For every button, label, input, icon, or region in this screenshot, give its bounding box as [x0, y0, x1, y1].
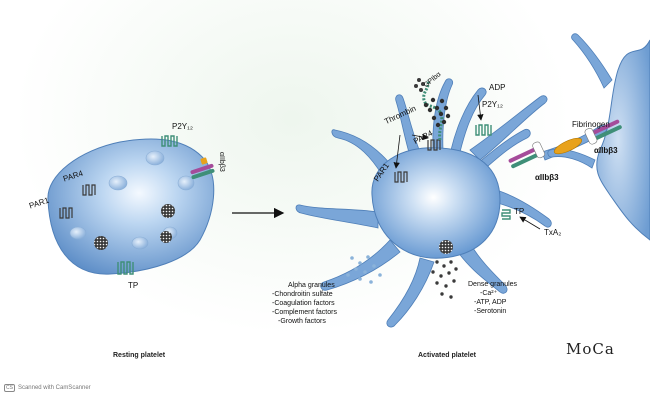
- fibrinogen-label: Fibrinogen: [572, 120, 610, 129]
- dense-granules-item: -Serotonin: [468, 307, 517, 316]
- resting-p2y12-label: P2Y₁₂: [172, 122, 193, 131]
- dense-granules-item: -Ca²⁺: [468, 289, 517, 298]
- activated-platelet-caption: Activated platelet: [418, 352, 476, 359]
- resting-integrin-label: αIIbβ3: [217, 152, 226, 172]
- activated-p2y12-receptor: [476, 125, 491, 135]
- alpha-granules-item: -Growth factors: [272, 317, 337, 326]
- scanner-footer: CS Scanned with CamScanner: [4, 384, 91, 392]
- camscanner-badge-icon: CS: [4, 384, 15, 392]
- alpha-granules-item: -Coagulation factors: [272, 299, 337, 308]
- resting-platelet-body: [48, 139, 214, 274]
- dense-granules-list: Dense granules -Ca²⁺ -ATP, ADP -Serotoni…: [468, 280, 517, 316]
- adp-label: ADP: [489, 83, 505, 92]
- txa2-label: TxA₂: [544, 228, 561, 237]
- alpha-granules-item: -Complement factors: [272, 308, 337, 317]
- activated-tp-label: TP: [514, 207, 524, 216]
- dense-granules-item: -ATP, ADP: [468, 298, 517, 307]
- integrin-left-label: αIIbβ3: [535, 173, 559, 182]
- alpha-granules-list: Alpha granules -Chondroitin sulfate -Coa…: [272, 281, 337, 326]
- activated-p2y12-label: P2Y₁₂: [482, 100, 503, 109]
- integrin-right-label: αIIbβ3: [594, 146, 618, 155]
- author-signature: MoCa: [566, 340, 615, 358]
- resting-platelet: [48, 136, 215, 274]
- adjacent-platelet-arm-top: [572, 34, 612, 88]
- alpha-granules-title: Alpha granules: [272, 281, 337, 290]
- alpha-granules-item: -Chondroitin sulfate: [272, 290, 337, 299]
- resting-platelet-caption: Resting platelet: [113, 352, 165, 359]
- resting-tp-label: TP: [128, 281, 138, 290]
- dense-granules-title: Dense granules: [468, 280, 517, 289]
- dense-granule-release: [431, 260, 457, 298]
- activated-tp-receptor: [502, 210, 510, 219]
- scanner-footer-text: Scanned with CamScanner: [18, 385, 91, 391]
